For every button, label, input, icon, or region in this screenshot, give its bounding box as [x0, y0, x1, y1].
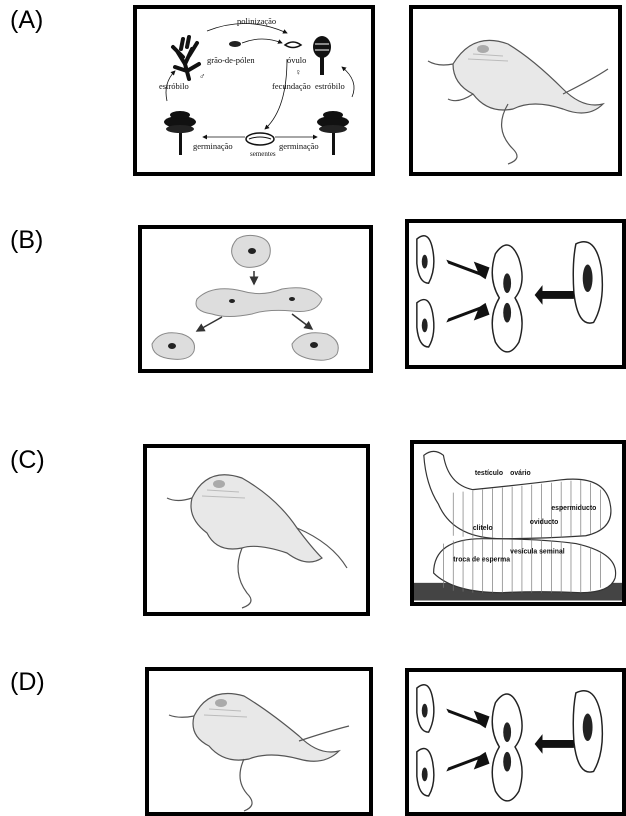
frog-drawing-d: [168, 692, 350, 812]
seeds-drawing: [245, 132, 275, 146]
arrow-pollen-to-ovule: [241, 38, 283, 44]
paramecium-fission-frame-b: [405, 219, 626, 369]
male-strobilus-drawing: [171, 35, 201, 81]
paramecium-fission-drawing-d: [416, 684, 604, 802]
label-germinacao-left: germinação: [193, 141, 233, 151]
paramecium-fission-drawing-b: [416, 235, 604, 353]
female-symbol: ♀: [295, 67, 301, 77]
label-fecundacao: fecundação: [272, 81, 311, 91]
pine-life-cycle-svg: polinização grão-de-pólen óvulo ♂ ♀ estr…: [159, 16, 355, 158]
female-cone-drawing: [313, 36, 331, 75]
frog-drawing-frame-c: [143, 444, 370, 616]
pine-life-cycle-diagram: polinização grão-de-pólen óvulo ♂ ♀ estr…: [133, 5, 375, 176]
earthworm-upper: [423, 450, 612, 540]
amoeba-dividing: [195, 287, 323, 317]
earthworm-lower: [433, 538, 617, 594]
paramecium-fission-frame-d: [405, 668, 626, 816]
araucaria-tree-left: [164, 111, 196, 155]
option-letter-b: (B): [10, 226, 44, 254]
arrow-fertilization: [264, 58, 288, 130]
label-grao-de-polen: grão-de-pólen: [207, 55, 255, 65]
label-vesicula-seminal: vesícula seminal: [510, 548, 565, 555]
amoeba-fission-frame: [138, 225, 373, 373]
label-polinizacao: polinização: [237, 16, 276, 26]
earthworm-reproduction-drawing: testículo ovário espermiducto oviducto c…: [414, 450, 622, 601]
label-germinacao-right: germinação: [279, 141, 319, 151]
frog-drawing-frame-d: [145, 667, 373, 816]
label-estrobilo-left: estróbilo: [159, 81, 189, 91]
frog-drawing-frame-a: [409, 5, 622, 176]
arrow-tree-to-cone: [341, 66, 355, 98]
label-espermiducto: espermiducto: [551, 505, 596, 512]
label-ovulo: óvulo: [287, 55, 306, 65]
arrow-pollination: [206, 23, 288, 34]
option-letter-a: (A): [10, 6, 44, 34]
label-clitelo: clitelo: [473, 525, 493, 532]
frog-drawing-a: [427, 39, 609, 165]
label-estrobilo-right: estróbilo: [315, 81, 345, 91]
label-ovario: ovário: [510, 470, 531, 477]
label-sementes: sementes: [250, 150, 276, 158]
label-testiculo: testículo: [475, 470, 503, 477]
araucaria-tree-right: [317, 111, 349, 155]
label-oviducto: oviducto: [530, 519, 559, 526]
arrow-tree-to-strobilus: [165, 70, 176, 102]
option-letter-c: (C): [10, 446, 45, 474]
label-troca-de-esperma: troca de esperma: [453, 556, 510, 563]
amoeba-fission-drawing: [151, 234, 339, 361]
earthworm-reproduction-frame: testículo ovário espermiducto oviducto c…: [410, 440, 626, 606]
ovule-drawing: [283, 41, 303, 49]
frog-drawing-c: [166, 474, 348, 609]
pollen-grain-drawing: [229, 41, 241, 47]
male-symbol: ♂: [199, 71, 205, 81]
option-letter-d: (D): [10, 668, 45, 696]
